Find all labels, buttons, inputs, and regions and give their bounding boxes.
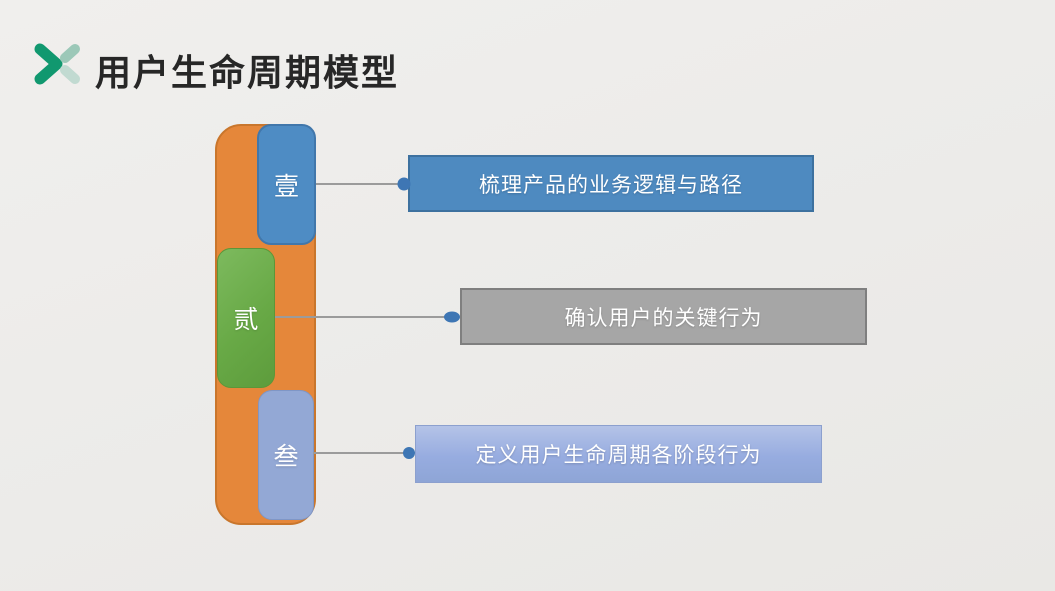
step-bar-2-text: 确认用户的关键行为 — [564, 306, 763, 330]
stage-badge-1-label: 壹 — [273, 172, 299, 201]
step-bar-2: 确认用户的关键行为 — [460, 288, 867, 345]
stage-badge-1: 壹 — [257, 124, 316, 245]
stage-badge-3: 叁 — [258, 390, 314, 520]
stage-badge-2: 贰 — [217, 248, 275, 388]
page-title: 用户生命周期模型 — [95, 52, 400, 93]
stage-badge-2-label: 贰 — [233, 306, 259, 334]
brand-x-logo-icon — [34, 43, 80, 85]
connector-dot-2 — [444, 311, 460, 323]
connector-dot-3 — [403, 447, 415, 459]
step-bar-1: 梳理产品的业务逻辑与路径 — [408, 155, 814, 212]
stage-badge-3-label: 叁 — [273, 443, 299, 471]
step-bar-3-text: 定义用户生命周期各阶段行为 — [475, 444, 762, 467]
step-bar-1-text: 梳理产品的业务逻辑与路径 — [479, 173, 743, 197]
step-bar-3: 定义用户生命周期各阶段行为 — [415, 425, 822, 483]
